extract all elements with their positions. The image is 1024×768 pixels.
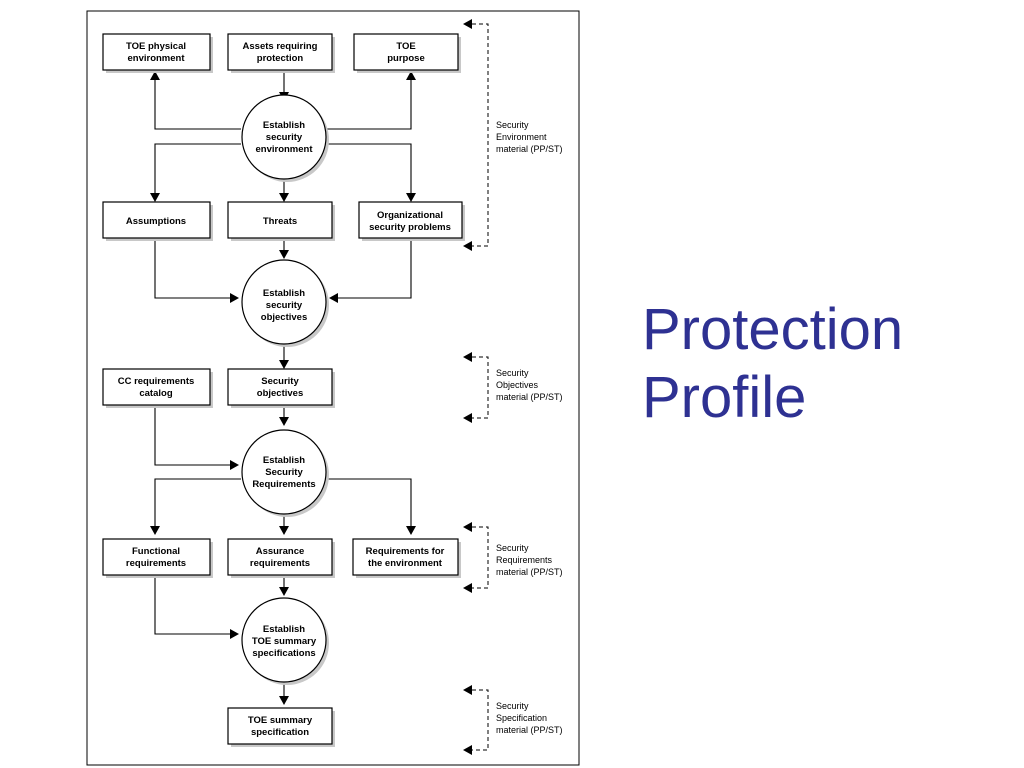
box-label-line: Threats bbox=[263, 216, 297, 227]
box-label-line: Functional bbox=[132, 546, 180, 557]
box-label-line: Assets requiring bbox=[243, 41, 318, 52]
side-note-objectives: Security Objectives material (PP/ST) bbox=[496, 368, 563, 402]
box-label-line: TOE summary bbox=[248, 715, 313, 726]
box-assurance-requirements: Assurance requirements bbox=[227, 538, 335, 578]
title-line-2: Profile bbox=[642, 365, 807, 430]
box-label-line: requirements bbox=[126, 558, 186, 569]
side-note-line: Environment bbox=[496, 132, 547, 142]
box-label-line: TOE physical bbox=[126, 41, 186, 52]
box-label-line: environment bbox=[127, 53, 185, 64]
side-note-specification: Security Specification material (PP/ST) bbox=[496, 701, 563, 735]
box-threats: Threats bbox=[227, 201, 335, 241]
title-line-1: Protection bbox=[642, 297, 904, 362]
box-requirements-for-the-environment: Requirements for the environment bbox=[352, 538, 461, 578]
side-note-line: Security bbox=[496, 368, 529, 378]
box-label-line: Assumptions bbox=[126, 216, 186, 227]
box-assumptions: Assumptions bbox=[102, 201, 213, 241]
process-label-line: Establish bbox=[263, 624, 305, 635]
process-label-line: Security bbox=[265, 467, 303, 478]
box-label-line: protection bbox=[257, 53, 304, 64]
box-label-line: catalog bbox=[139, 388, 172, 399]
side-note-requirements: Security Requirements material (PP/ST) bbox=[496, 543, 563, 577]
side-brackets bbox=[463, 19, 489, 755]
box-functional-requirements: Functional requirements bbox=[102, 538, 213, 578]
side-note-environment: Security Environment material (PP/ST) bbox=[496, 120, 563, 154]
box-label-line: security problems bbox=[369, 222, 451, 233]
box-cc-requirements-catalog: CC requirements catalog bbox=[102, 368, 213, 408]
process-label-line: security bbox=[266, 132, 303, 143]
side-note-line: material (PP/ST) bbox=[496, 144, 563, 154]
slide-title: Protection Profile bbox=[642, 296, 972, 432]
box-label-line: requirements bbox=[250, 558, 310, 569]
box-toe-physical-environment: TOE physical environment bbox=[102, 33, 213, 73]
box-security-objectives: Security objectives bbox=[227, 368, 335, 408]
box-organizational-security-problems: Organizational security problems bbox=[358, 201, 465, 241]
process-label-line: TOE summary bbox=[252, 636, 317, 647]
process-label-line: objectives bbox=[261, 312, 307, 323]
side-note-line: Specification bbox=[496, 713, 547, 723]
side-note-line: Objectives bbox=[496, 380, 539, 390]
box-toe-purpose: TOE purpose bbox=[353, 33, 461, 73]
side-note-line: Security bbox=[496, 543, 529, 553]
box-label-line: purpose bbox=[387, 53, 424, 64]
side-note-line: material (PP/ST) bbox=[496, 725, 563, 735]
process-label-line: security bbox=[266, 300, 303, 311]
process-establish-security-environment: Establish security environment bbox=[241, 94, 329, 182]
box-label-line: Security bbox=[261, 376, 299, 387]
process-establish-security-objectives: Establish security objectives bbox=[241, 259, 329, 347]
side-note-line: material (PP/ST) bbox=[496, 392, 563, 402]
box-label-line: Organizational bbox=[377, 210, 443, 221]
box-label-line: objectives bbox=[257, 388, 303, 399]
box-toe-summary-specification: TOE summary specification bbox=[227, 707, 335, 747]
process-label-line: specifications bbox=[252, 648, 315, 659]
box-label-line: CC requirements bbox=[118, 376, 195, 387]
process-label-line: Establish bbox=[263, 288, 305, 299]
process-establish-toe-summary-specifications: Establish TOE summary specifications bbox=[241, 597, 329, 685]
process-label-line: Establish bbox=[263, 455, 305, 466]
box-label-line: Requirements for bbox=[366, 546, 445, 557]
box-assets-requiring-protection: Assets requiring protection bbox=[227, 33, 335, 73]
side-note-line: Security bbox=[496, 120, 529, 130]
side-note-line: Requirements bbox=[496, 555, 553, 565]
side-note-line: Security bbox=[496, 701, 529, 711]
box-label-line: Assurance bbox=[256, 546, 305, 557]
side-note-line: material (PP/ST) bbox=[496, 567, 563, 577]
box-label-line: TOE bbox=[396, 41, 415, 52]
box-label-line: specification bbox=[251, 727, 309, 738]
process-label-line: environment bbox=[255, 144, 313, 155]
connectors bbox=[150, 70, 416, 705]
process-establish-security-requirements: Establish Security Requirements bbox=[241, 429, 329, 517]
box-label-line: the environment bbox=[368, 558, 443, 569]
process-label-line: Requirements bbox=[252, 479, 315, 490]
process-label-line: Establish bbox=[263, 120, 305, 131]
